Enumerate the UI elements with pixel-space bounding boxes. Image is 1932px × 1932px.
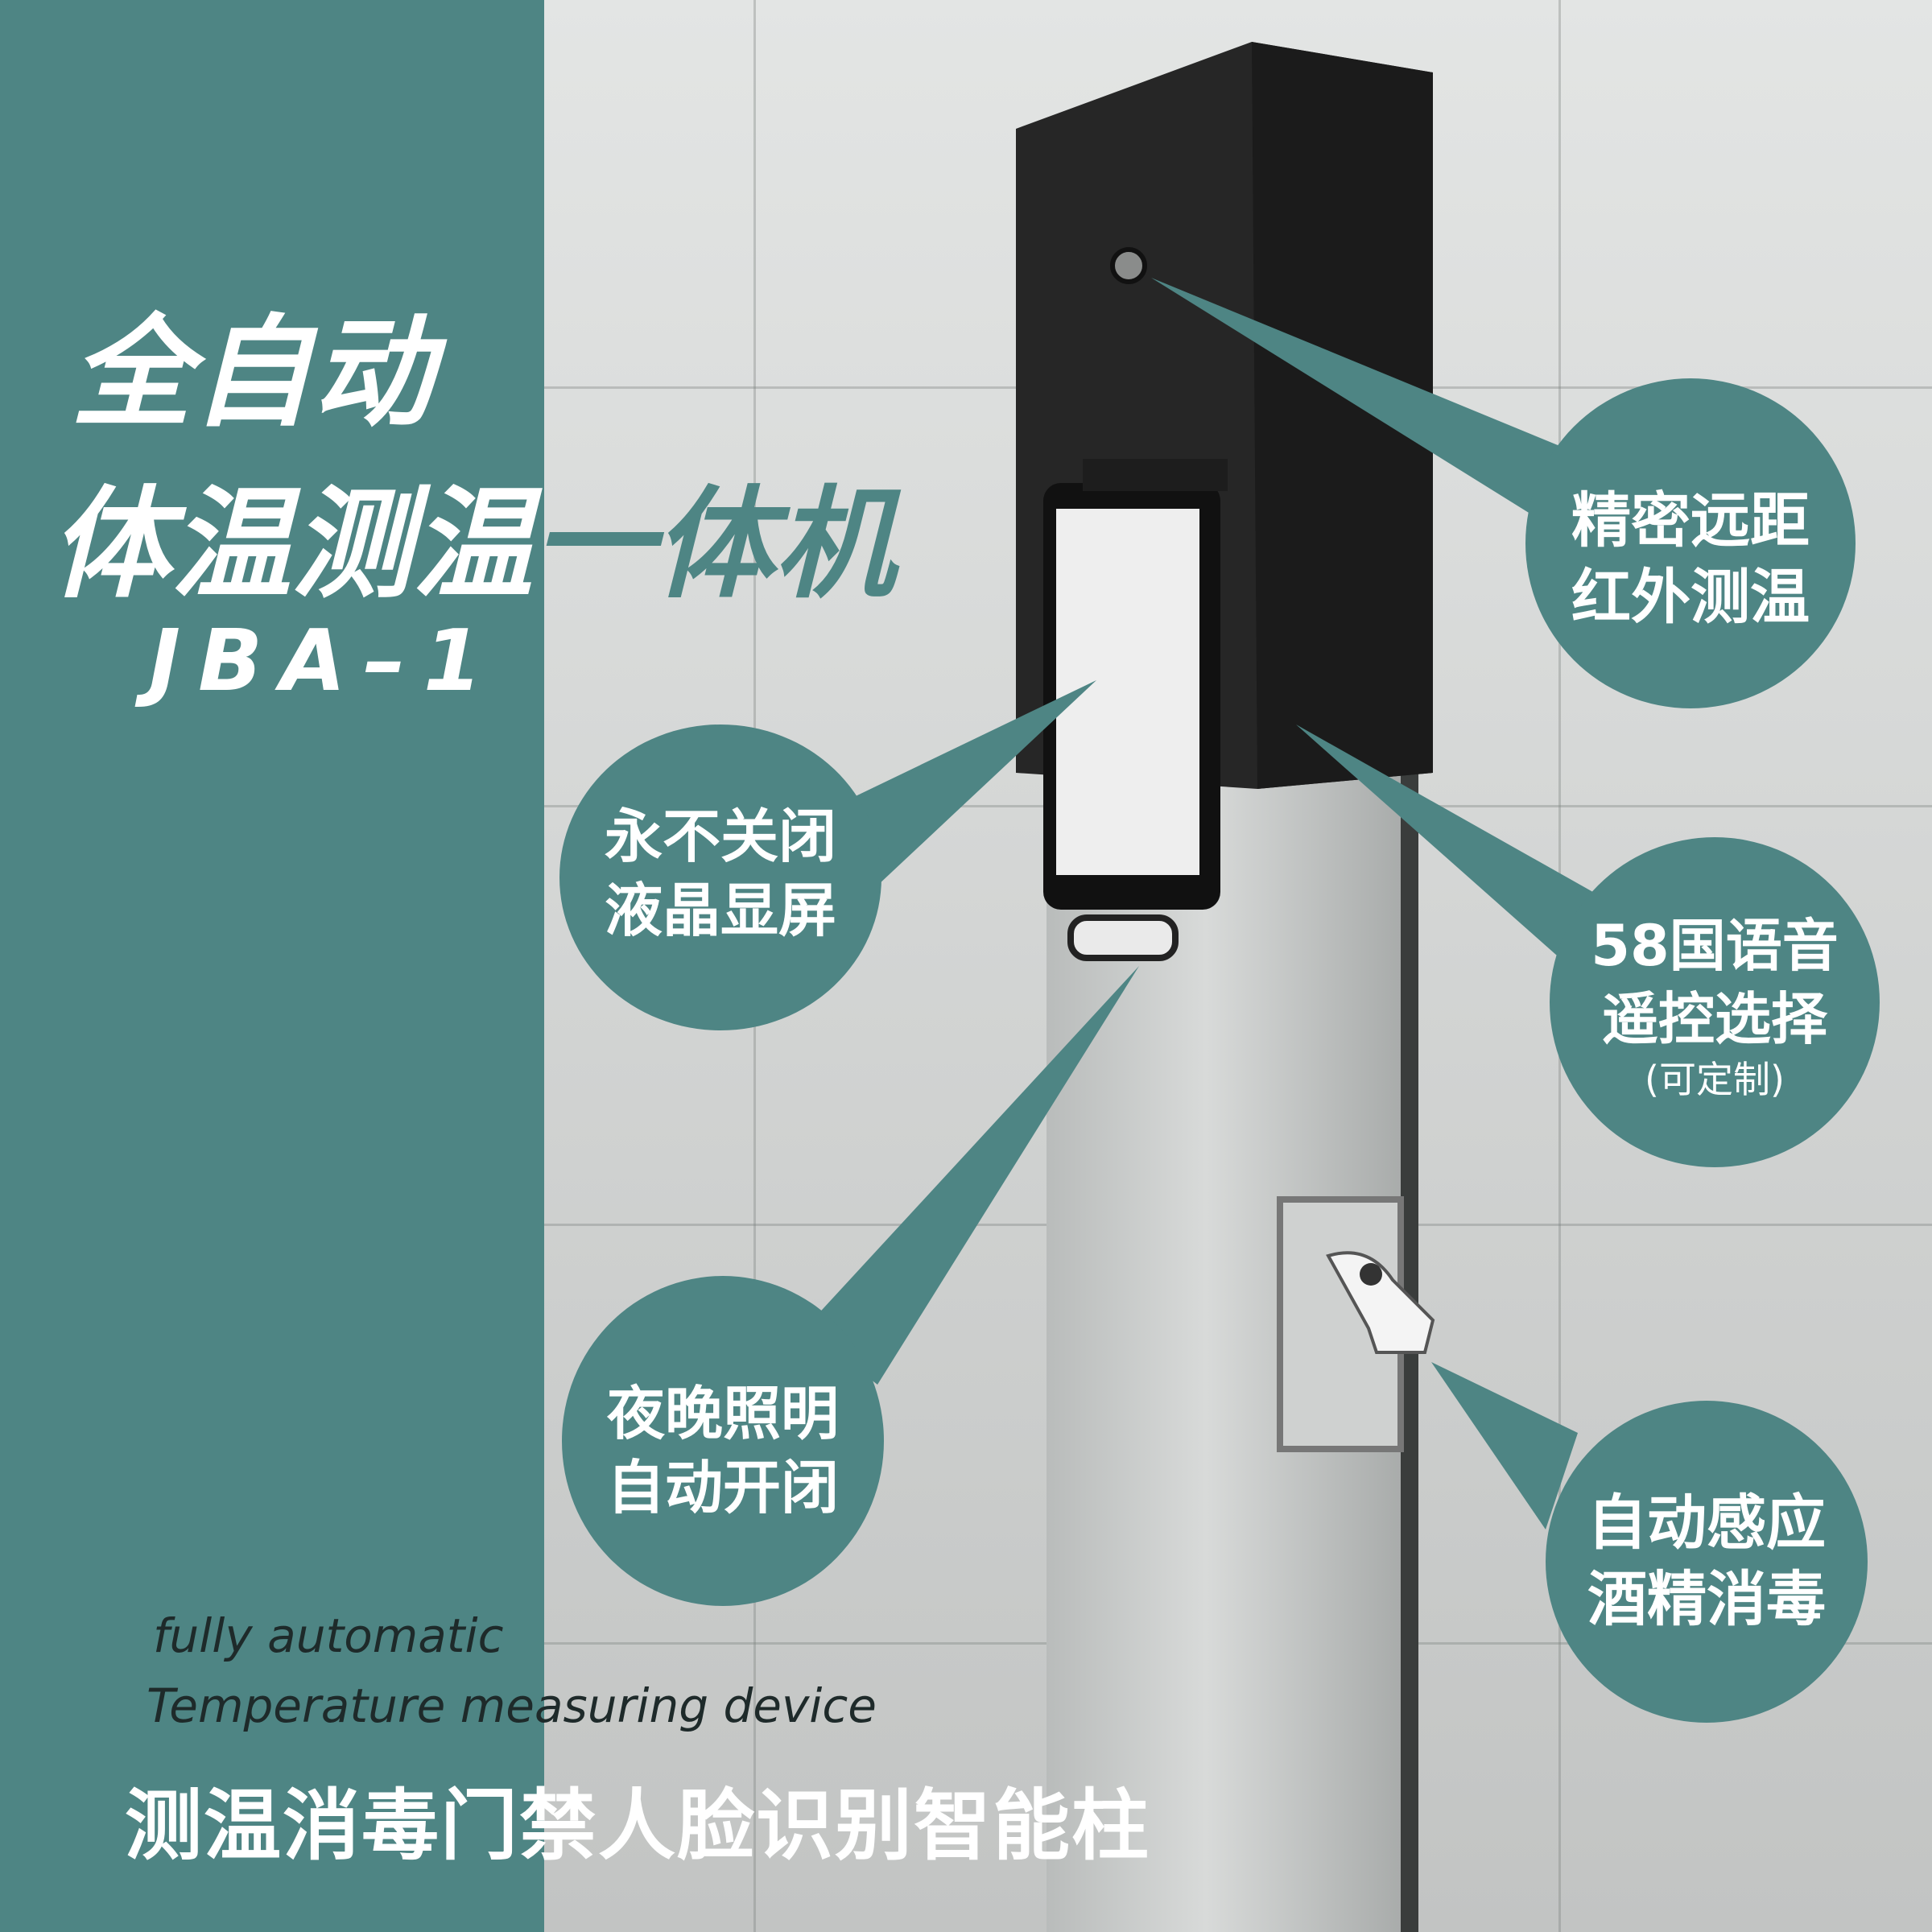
night-light-bar <box>1067 914 1179 961</box>
voice-line2: 遥控选择 <box>1602 986 1827 1052</box>
screen-line1: 永不关闭 <box>604 803 836 870</box>
voice-line1: 58国语音 <box>1591 913 1839 979</box>
dispenser-sensor-icon <box>1360 1263 1382 1286</box>
screen-callout-bubble <box>559 724 881 1030</box>
sanitizer-line1: 自动感应 <box>1587 1488 1826 1558</box>
screen-callout-pointer <box>837 680 1096 886</box>
voice-callout-bubble <box>1550 837 1880 1167</box>
light-callout-bubble <box>562 1276 884 1606</box>
infrared-callout-bubble <box>1525 378 1856 708</box>
english-line2: Temperature measuring device <box>147 1678 877 1733</box>
voice-callout-pointer <box>1296 724 1610 974</box>
light-line2: 自动开闭 <box>606 1454 839 1522</box>
voice-note: (可定制) <box>1645 1058 1785 1101</box>
light-line1: 夜晚照明 <box>606 1380 839 1447</box>
sanitizer-line2: 酒精消毒 <box>1587 1564 1826 1634</box>
infrared-line2: 红外测温 <box>1571 562 1810 632</box>
teal-side-panel <box>0 0 544 1932</box>
infrared-sensor-icon <box>1110 247 1147 284</box>
sanitizer-dispenser <box>1326 1251 1435 1354</box>
title-line2-white: 体温测温 <box>50 475 534 615</box>
title-line2: 体温测温一体机 <box>50 447 895 621</box>
model-number: JBA–1 <box>149 612 500 710</box>
title-line2-teal: 一体机 <box>533 475 896 615</box>
infrared-callout-pointer <box>1151 278 1562 523</box>
english-line1: fully automatic <box>153 1608 504 1663</box>
tablet-clamp-top <box>1083 459 1228 491</box>
infrared-callout-text: 精密远距 红外测温 <box>1562 483 1819 635</box>
sanitizer-callout-pointer <box>1431 1362 1578 1530</box>
voice-callout-text: 58国语音 遥控选择 (可定制) <box>1586 910 1843 1104</box>
screen-callout-text: 永不关闭 液晶显屏 <box>592 799 849 947</box>
infrared-line1: 精密远距 <box>1571 486 1810 555</box>
light-callout-pointer <box>805 966 1139 1385</box>
sanitizer-callout-bubble <box>1546 1401 1868 1723</box>
title-line1: 全自动 <box>71 303 434 444</box>
sanitizer-callout-text: 自动感应 酒精消毒 <box>1578 1485 1835 1637</box>
bottom-caption: 测温消毒门禁人脸识别智能柱 <box>125 1781 1150 1871</box>
housing-side <box>1252 42 1433 789</box>
screen-line2: 液晶显屏 <box>604 877 836 945</box>
light-callout-text: 夜晚照明 自动开闭 <box>594 1377 852 1525</box>
